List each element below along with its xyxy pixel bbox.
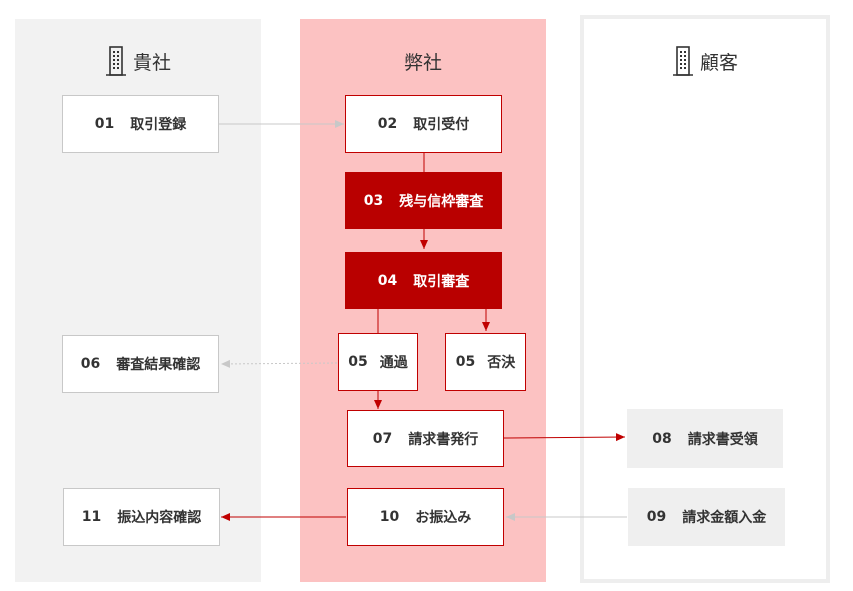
arrow-07-08	[503, 433, 626, 442]
arrow-05-06	[220, 359, 338, 368]
step-label: 請求金額入金	[682, 510, 767, 526]
step-04-box: 04 取引審査	[345, 252, 502, 309]
step-number: 10	[379, 509, 400, 525]
lane-kisha-header: 貴社	[15, 45, 261, 77]
step-label: 請求書発行	[408, 431, 479, 448]
lane-kokyaku-title: 顧客	[699, 51, 738, 74]
step-label: 審査結果確認	[116, 357, 201, 373]
step-label: 請求書受領	[687, 431, 758, 448]
step-01-box: 01 取引登録	[62, 95, 219, 153]
step-label: 取引登録	[130, 117, 187, 133]
step-number: 01	[94, 116, 115, 132]
step-08-box: 08 請求書受領	[627, 409, 783, 468]
step-label: 否決	[487, 355, 516, 371]
step-label: 残与信枠審査	[399, 193, 484, 210]
step-number: 09	[646, 509, 667, 525]
step-label: お振込み	[415, 510, 472, 526]
step-number: 03	[363, 192, 384, 209]
step-06-box: 06 審査結果確認	[62, 335, 219, 393]
lane-heisha-title: 弊社	[403, 51, 442, 74]
step-number: 05	[348, 354, 368, 370]
step-05-reject-box: 05 否決	[445, 333, 526, 391]
step-number: 02	[377, 116, 398, 132]
step-07-box: 07 請求書発行	[347, 410, 504, 467]
lane-heisha-header: 弊社	[300, 45, 546, 77]
step-label: 通過	[379, 355, 408, 371]
lane-kokyaku-header: 顧客	[580, 45, 830, 77]
step-10-box: 10 お振込み	[347, 488, 504, 546]
step-number: 05	[455, 354, 476, 370]
step-number: 04	[377, 272, 398, 289]
step-02-box: 02 取引受付	[345, 95, 502, 153]
step-label: 取引受付	[413, 117, 470, 133]
step-number: 06	[80, 356, 101, 372]
step-number: 08	[652, 430, 672, 447]
building-icon	[105, 46, 126, 76]
building-icon	[672, 46, 693, 76]
step-label: 振込内容確認	[117, 510, 202, 526]
step-number: 07	[372, 430, 393, 447]
lane-kisha-title: 貴社	[132, 51, 171, 74]
step-05-pass-box: 05 通過	[338, 333, 418, 391]
step-label: 取引審査	[413, 273, 470, 290]
step-09-box: 09 請求金額入金	[628, 488, 785, 546]
step-03-box: 03 残与信枠審査	[345, 172, 502, 229]
step-number: 11	[81, 509, 102, 525]
step-11-box: 11 振込内容確認	[63, 488, 220, 546]
